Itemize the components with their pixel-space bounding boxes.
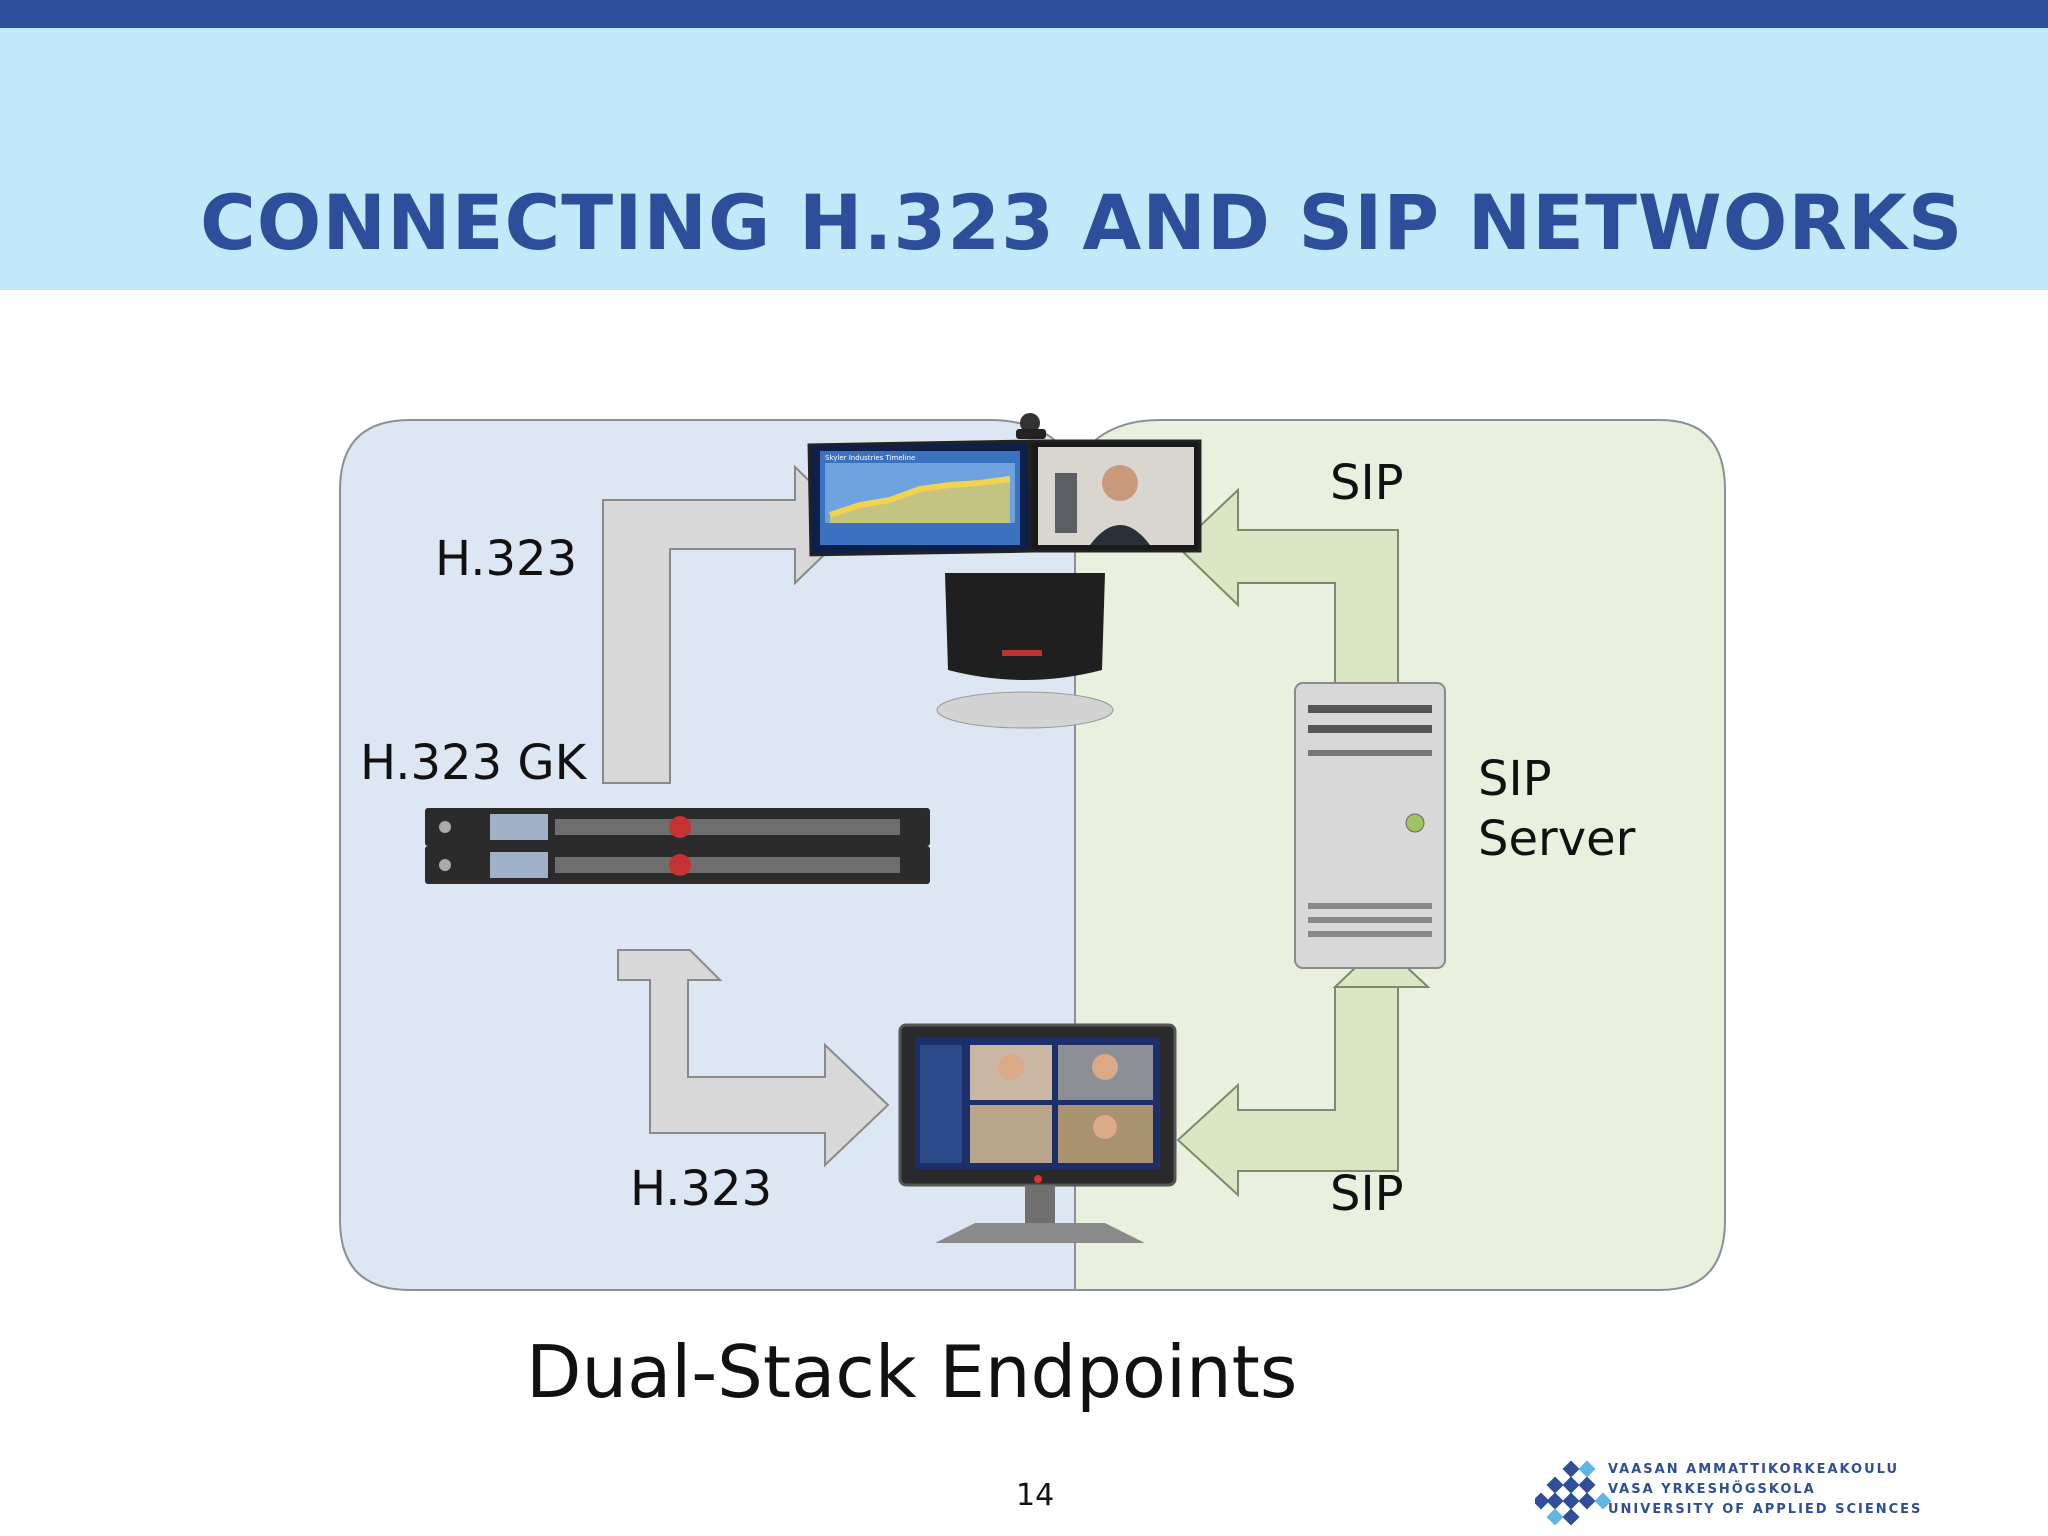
sip-server-tower (1294, 682, 1446, 969)
sip-server-label-line2: Server (1478, 811, 1636, 867)
h323-gatekeeper-server (425, 808, 930, 884)
h323-top-label: H.323 (435, 531, 577, 587)
page-number: 14 (1016, 1478, 1055, 1513)
logo-line-2: VASA YRKESHÖGSKOLA (1608, 1482, 1816, 1497)
sip-top-label: SIP (1330, 455, 1404, 511)
screen-chart-title: Skyler Industries Timeline (825, 454, 915, 462)
logo-line-1: VAASAN AMMATTIKORKEAKOULU (1608, 1462, 1900, 1477)
university-logo-icon (1535, 1460, 1612, 1525)
slide-title: CONNECTING H.323 AND SIP NETWORKS (200, 178, 1964, 267)
desktop-endpoint (898, 1023, 1177, 1243)
h323-arrow-bottom (617, 949, 890, 1168)
title-band (0, 28, 2048, 290)
network-diagram: Skyler Industries Timeline (339, 413, 1726, 1291)
university-logo-text: VAASAN AMMATTIKORKEAKOULU VASA YRKESHÖGS… (1608, 1460, 1922, 1520)
telepresence-endpoint: Skyler Industries Timeline (807, 413, 1202, 729)
diagram-caption: Dual-Stack Endpoints (526, 1330, 1298, 1414)
h323-gk-label: H.323 GK (360, 735, 588, 791)
logo-line-3: UNIVERSITY OF APPLIED SCIENCES (1608, 1502, 1923, 1517)
h323-bottom-label: H.323 (630, 1161, 772, 1217)
sip-bottom-label: SIP (1330, 1166, 1404, 1222)
top-accent-bar (0, 0, 2048, 28)
sip-server-label-line1: SIP (1478, 751, 1552, 807)
